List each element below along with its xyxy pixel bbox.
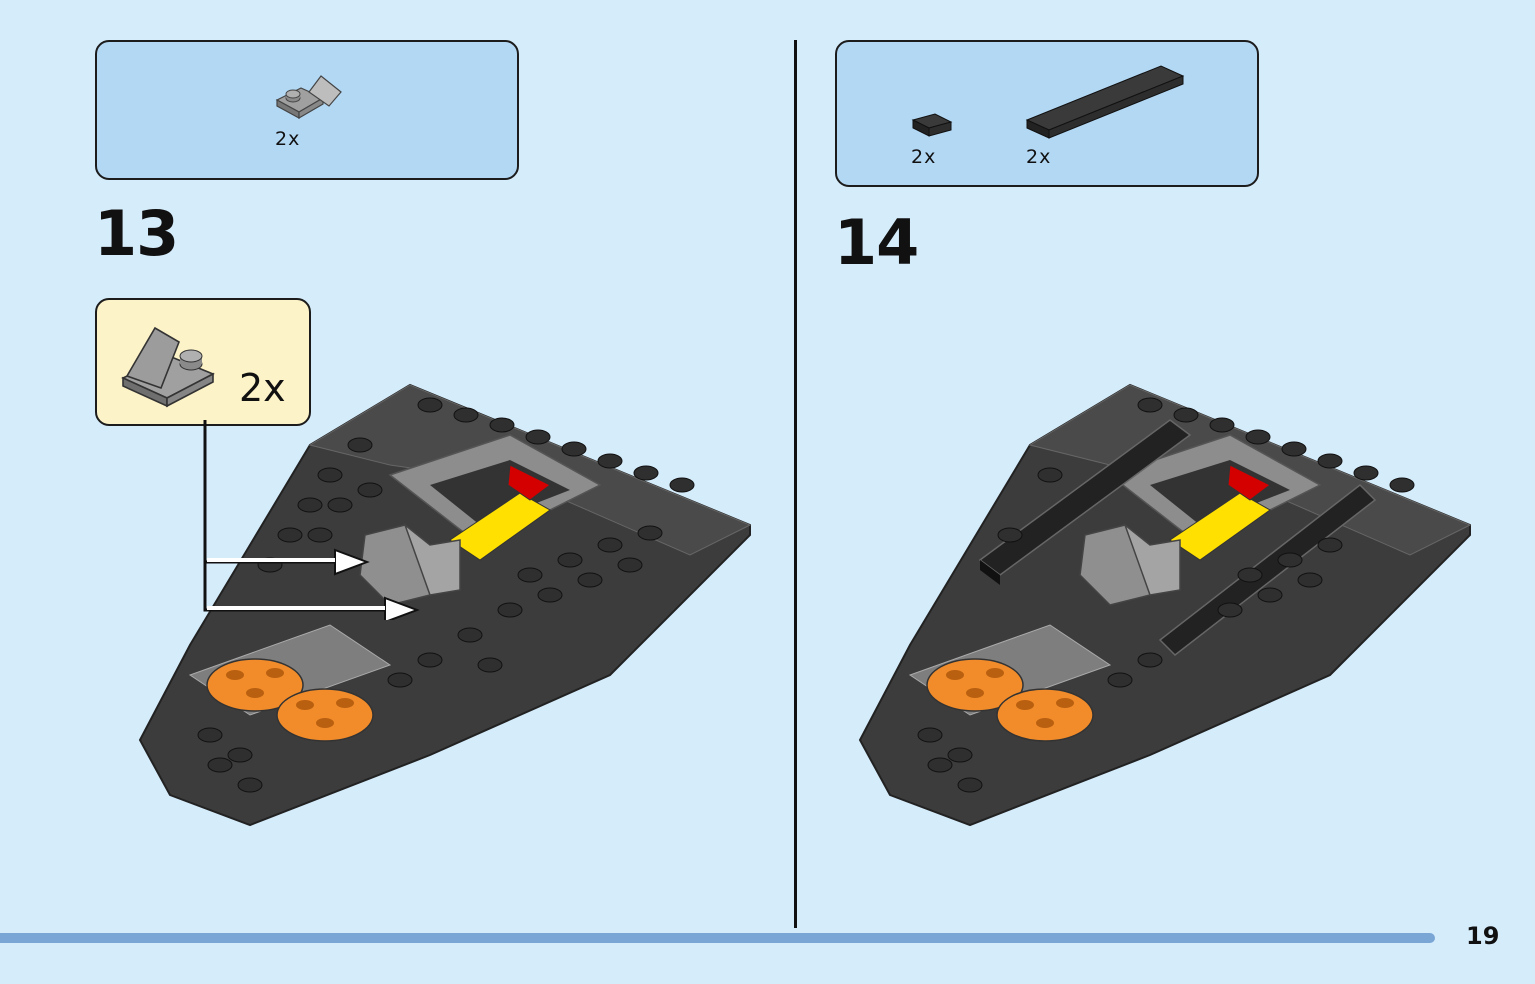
arrow-head-icon <box>384 596 420 620</box>
arrow-head-icon <box>334 548 370 576</box>
slope-bracket-part-icon <box>275 75 342 120</box>
callout-quantity: 2x <box>239 366 286 410</box>
step-number: 13 <box>94 197 179 270</box>
part-quantity: 2x <box>1026 146 1052 168</box>
sub-assembly-callout: 2x <box>95 298 311 426</box>
page-number: 19 <box>1466 922 1500 950</box>
placement-arrows <box>203 420 420 620</box>
slope-bracket-callout-icon <box>121 326 215 408</box>
step-13-model-illustration <box>138 383 752 827</box>
part-quantity: 2x <box>275 128 301 150</box>
part-quantity: 2x <box>911 146 937 168</box>
black-tile-1x1-part-icon <box>911 113 953 137</box>
step-number: 14 <box>834 206 919 279</box>
black-tile-1x8-part-icon <box>1025 65 1185 139</box>
parts-list-step-14: 2x 2x <box>835 40 1259 187</box>
step-divider <box>794 40 797 928</box>
step-14-model-illustration <box>858 383 1472 827</box>
progress-bar <box>0 933 1435 943</box>
parts-list-step-13: 2x <box>95 40 519 180</box>
